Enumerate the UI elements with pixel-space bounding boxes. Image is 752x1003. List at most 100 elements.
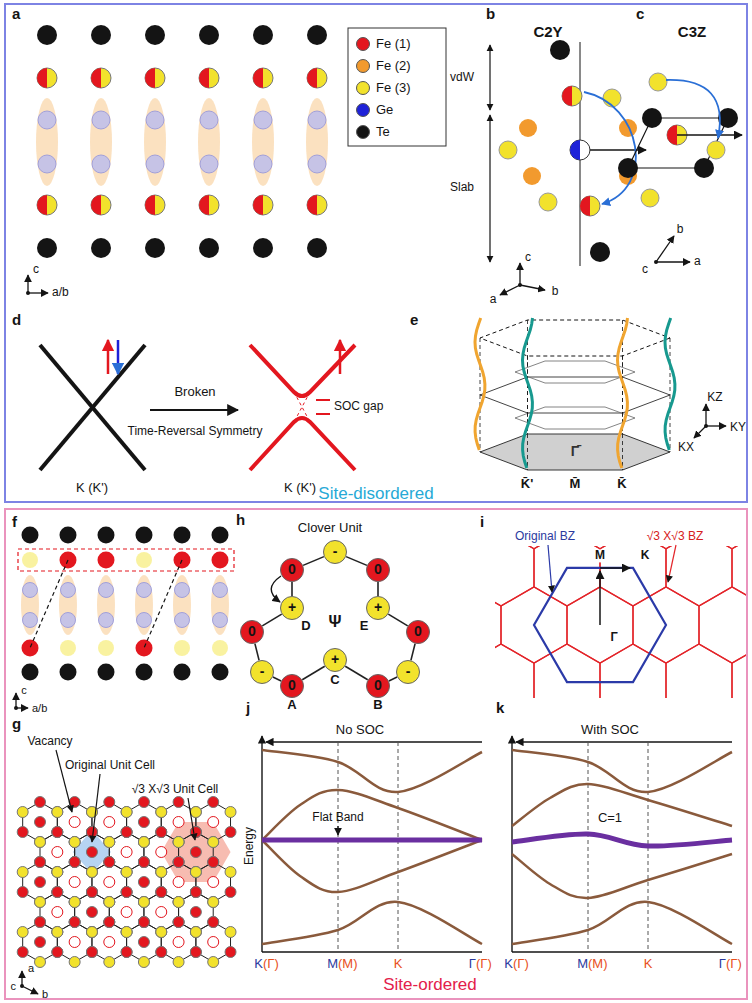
label: (Γ) [513, 957, 529, 971]
atom [173, 857, 184, 868]
reduced-bz [534, 546, 600, 606]
atom [121, 867, 132, 878]
atom [121, 947, 132, 958]
atom [590, 242, 610, 262]
atom-half [199, 195, 209, 215]
atom [603, 89, 621, 107]
label: C=1 [598, 811, 622, 825]
label: j [246, 700, 250, 717]
label: Slab [450, 181, 474, 194]
atom [654, 260, 658, 264]
atom [121, 927, 132, 938]
atom [86, 927, 97, 938]
atom [225, 867, 236, 878]
line [266, 741, 482, 742]
label: c [642, 263, 648, 276]
label: a/b [32, 702, 47, 714]
line [489, 115, 490, 262]
atom [225, 927, 236, 938]
atom [307, 25, 327, 45]
atom [208, 917, 219, 928]
atom [35, 877, 46, 888]
label: b [486, 6, 495, 23]
atom [17, 827, 28, 838]
label: c [33, 263, 39, 276]
atom [17, 867, 28, 878]
reduced-bz [699, 587, 747, 663]
atom [190, 927, 201, 938]
surface-state [665, 318, 675, 450]
atom [156, 947, 167, 958]
line [520, 285, 545, 290]
line [144, 560, 182, 648]
label: K [504, 957, 513, 971]
atom [86, 927, 97, 938]
fe2-smear [59, 575, 77, 635]
atom [121, 847, 132, 858]
atom [208, 917, 219, 928]
atom [138, 897, 149, 908]
fe2-smear [144, 98, 166, 186]
reduced-bz [600, 644, 666, 698]
atom [145, 195, 165, 215]
label: (M) [588, 957, 608, 971]
atom [208, 897, 219, 908]
line [27, 275, 28, 293]
line [150, 409, 238, 411]
label: a [694, 255, 701, 268]
fe2-smear [36, 98, 58, 186]
label: K̄' [521, 477, 533, 491]
atom [190, 827, 201, 838]
atom [308, 111, 326, 129]
atom [61, 583, 76, 598]
line [15, 693, 16, 708]
atom [104, 797, 115, 808]
atom [156, 827, 167, 838]
reduced-bz [699, 546, 747, 549]
site-letter: D [301, 619, 310, 633]
atom [173, 917, 184, 928]
line [694, 426, 706, 438]
atom [173, 937, 184, 948]
atom [98, 552, 115, 569]
band [262, 840, 482, 892]
atom [86, 827, 97, 838]
atom-half [307, 195, 317, 215]
label: Γ [608, 631, 619, 644]
surface-state [523, 318, 533, 468]
atom [156, 947, 167, 958]
atom [208, 957, 219, 968]
atom [190, 867, 201, 878]
atom [173, 917, 184, 928]
label: K [644, 957, 653, 971]
atom [190, 887, 201, 898]
bz-tiling [495, 546, 747, 698]
atom [173, 897, 184, 908]
atom [35, 957, 46, 968]
line [40, 345, 145, 470]
label: d [12, 312, 21, 329]
atom [138, 857, 149, 868]
atom [35, 897, 46, 908]
atom [138, 897, 149, 908]
atom [121, 907, 132, 918]
fe2-smear [135, 575, 153, 635]
atom [213, 613, 228, 628]
atom [86, 947, 97, 958]
label: Original Unit Cell [65, 759, 155, 772]
atom [190, 807, 201, 818]
atom [91, 25, 111, 45]
clover-bond [302, 666, 324, 680]
atom [121, 827, 132, 838]
atom [52, 827, 63, 838]
label: SOC gap [334, 400, 383, 413]
atom [138, 937, 149, 948]
gapped-cone [250, 418, 355, 470]
atom [86, 867, 97, 878]
label: g [12, 716, 21, 733]
legend-box [348, 28, 446, 146]
atom [138, 797, 149, 808]
line [548, 545, 552, 592]
atom [22, 664, 39, 681]
